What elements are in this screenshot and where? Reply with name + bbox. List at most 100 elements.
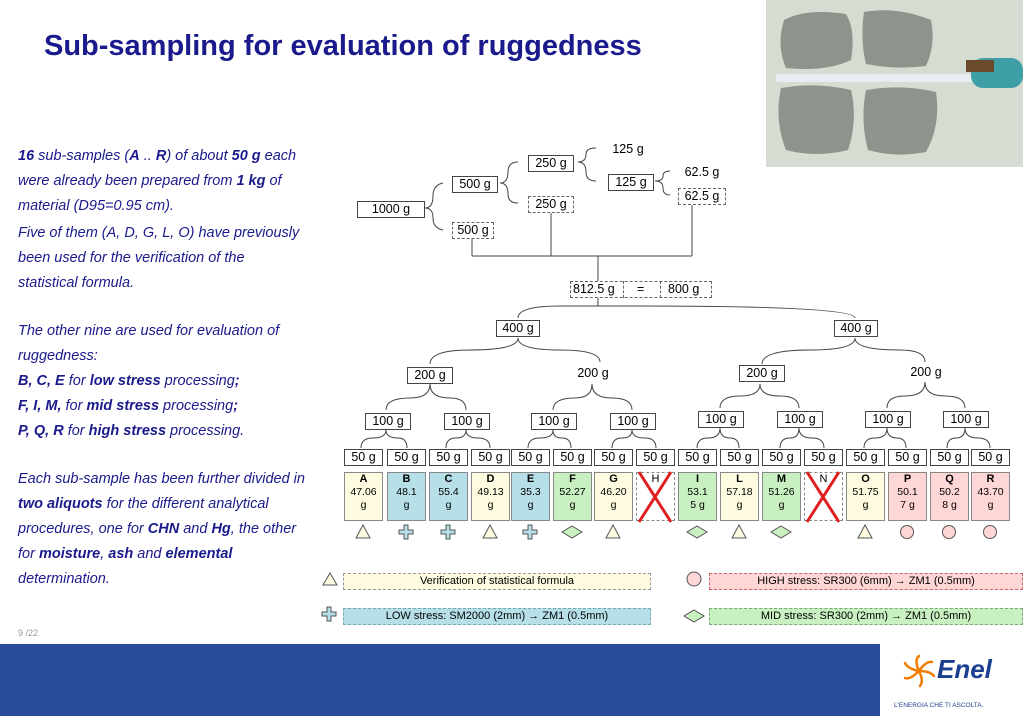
split-50g: 50 g — [930, 449, 969, 466]
sample-symbol-shape — [770, 525, 792, 539]
enel-wordmark: Enel — [937, 654, 992, 684]
sample-mass: 48.1 — [396, 486, 417, 498]
split-200g: 200 g — [739, 365, 785, 382]
split-50g: 50 g — [804, 449, 843, 466]
sample-mass-unit: g — [403, 499, 410, 511]
two-aliquots: two aliquots — [18, 496, 103, 512]
sample-photo — [766, 0, 1023, 167]
sample-symbol-shape — [900, 525, 914, 539]
text-span: for — [61, 398, 87, 414]
enel-logo: Enel L'ENERGIA CHE TI ASCOLTA. — [880, 644, 1023, 716]
split-50g: 50 g — [888, 449, 927, 466]
circle-icon — [942, 525, 956, 539]
eighth-125g-b: 125 g — [608, 174, 654, 191]
text-span: Each sub-sample has been further divided… — [18, 471, 305, 487]
sample-symbol-shape — [731, 524, 747, 539]
sample-letter: P — [903, 473, 912, 485]
sample-symbol-shape — [637, 471, 673, 523]
sample-mass: 57.18 — [726, 486, 753, 498]
sample-letter: A — [359, 473, 368, 485]
text-span: processing — [159, 398, 234, 414]
eighth-125g-a: 125 g — [605, 141, 651, 158]
split-50g: 50 g — [511, 449, 550, 466]
sample-mass: 51.26 — [768, 486, 795, 498]
line-high-stress: P, Q, R for high stress processing. — [18, 419, 308, 444]
legend-low: LOW stress: SM2000 (2mm) → ZM1 (0.5mm) — [343, 608, 651, 625]
explanation-text: 16 sub-samples (A .. R) of about 50 g ea… — [18, 144, 308, 592]
sample-symbol-shape — [482, 524, 498, 539]
sample-letter: N — [819, 473, 828, 485]
combined-divider — [623, 281, 624, 298]
diamond-icon — [561, 525, 583, 539]
rejected-x-icon — [805, 471, 841, 523]
text-span: processing. — [166, 423, 245, 439]
sample-mass-unit: g — [445, 499, 452, 511]
split-100g: 100 g — [698, 411, 744, 428]
text-span: and — [179, 521, 212, 537]
sample-mass: 43.70 — [977, 486, 1004, 498]
root-1000g: 1000 g — [357, 201, 425, 218]
sample-letter: H — [651, 473, 660, 485]
sample-symbol-shape — [686, 525, 708, 539]
letter-r: R — [155, 148, 167, 164]
sample-letter: C — [444, 473, 453, 485]
triangle-icon — [482, 524, 498, 539]
sample-mass: 52.27 — [559, 486, 586, 498]
split-100g: 100 g — [777, 411, 823, 428]
text-span: of material (D95=0.95 cm). — [18, 173, 282, 214]
circle-icon — [900, 525, 914, 539]
split-50g: 50 g — [344, 449, 383, 466]
sample-mass: 50.2 — [939, 486, 960, 498]
mass-50g: 50 g — [231, 148, 261, 164]
combined-812g: 812.5 g — [573, 282, 615, 296]
sample-symbol-shape — [440, 524, 456, 540]
sample-mass: 55.4 — [438, 486, 459, 498]
chn: CHN — [147, 521, 180, 537]
sample-letter: D — [486, 473, 495, 485]
text-span: determination. — [18, 571, 110, 587]
split-50g: 50 g — [429, 449, 468, 466]
sample-mass-unit: g — [527, 499, 534, 511]
tree-connectors — [360, 147, 991, 449]
triangle-icon — [731, 524, 747, 539]
sample-mass-unit: g — [360, 499, 367, 511]
high-letters: P, Q, R — [18, 423, 64, 439]
sample-mass-unit: 7 g — [900, 499, 915, 511]
sample-symbol-shape — [355, 524, 371, 539]
text-span: ) of about — [166, 148, 232, 164]
diamond-icon — [770, 525, 792, 539]
combined-divider — [660, 281, 661, 298]
circle-icon — [983, 525, 997, 539]
sample-symbol-shape — [857, 524, 873, 539]
high-stress-label: high stress — [88, 423, 167, 439]
enel-sun-icon — [903, 654, 936, 688]
split-100g: 100 g — [365, 413, 411, 430]
sample-symbol-shape — [561, 525, 583, 539]
split-400g-right: 400 g — [834, 320, 878, 337]
split-200g: 200 g — [570, 365, 616, 382]
text-span: for the different analytical procedures,… — [18, 496, 269, 537]
low-letters: B, C, E — [18, 373, 65, 389]
split-50g: 50 g — [762, 449, 801, 466]
triangle-icon — [605, 524, 621, 539]
line-mid-stress: F, I, M, for mid stress processing; — [18, 394, 308, 419]
semicolon: ; — [233, 398, 239, 414]
letter-a: A — [129, 148, 140, 164]
sample-symbol-shape — [983, 525, 997, 539]
sample-symbol-shape — [605, 524, 621, 539]
split-100g: 100 g — [531, 413, 577, 430]
sample-symbol-shape — [942, 525, 956, 539]
sample-mass-unit: g — [610, 499, 617, 511]
paragraph-verification: Five of them (A, D, G, L, O) have previo… — [18, 225, 300, 291]
sample-letter: M — [776, 473, 787, 485]
split-400g-left: 400 g — [496, 320, 540, 337]
sample-letter: B — [402, 473, 411, 485]
